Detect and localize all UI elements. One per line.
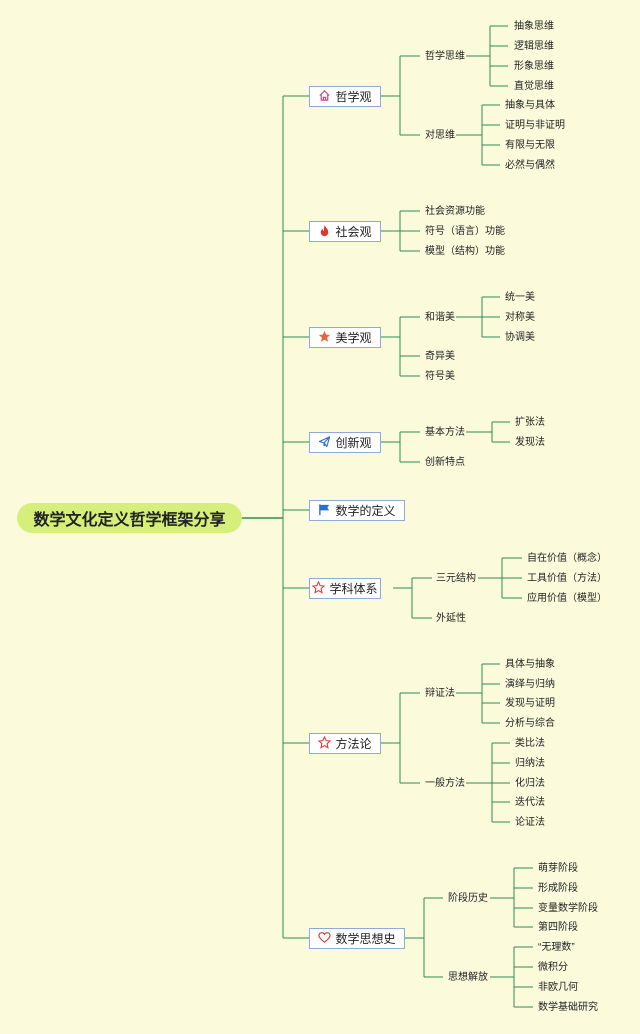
node-symmetry[interactable]: 对称美 <box>505 312 535 323</box>
node-logical-thinking[interactable]: 逻辑思维 <box>514 41 554 52</box>
node-coordination[interactable]: 协调美 <box>505 332 535 343</box>
star-filled-icon <box>318 330 331 346</box>
branch-label: 哲学观 <box>335 90 372 104</box>
fire-icon <box>318 224 331 240</box>
branch-label: 社会观 <box>335 225 372 239</box>
node-general-methods[interactable]: 一般方法 <box>425 778 465 789</box>
node-imagery-thinking[interactable]: 形象思维 <box>514 61 554 72</box>
node-stage-history[interactable]: 阶段历史 <box>448 893 488 904</box>
branch-label: 方法论 <box>335 737 372 751</box>
node-proof-nonproof[interactable]: 证明与非证明 <box>505 120 565 131</box>
node-basic-methods[interactable]: 基本方法 <box>425 427 465 438</box>
node-tool-value[interactable]: 工具价值（方法） <box>527 573 607 584</box>
node-harmony[interactable]: 和谐美 <box>425 312 455 323</box>
node-necessity-chance[interactable]: 必然与偶然 <box>505 160 555 171</box>
node-extensibility[interactable]: 外延性 <box>436 613 466 624</box>
star-outline-icon <box>312 580 326 597</box>
node-symbol-language[interactable]: 符号（语言）功能 <box>425 226 505 237</box>
node-dual-thinking[interactable]: 对思维 <box>425 130 455 141</box>
node-induction[interactable]: 归纳法 <box>515 758 545 769</box>
branch-label: 创新观 <box>335 436 372 450</box>
node-ternary-structure[interactable]: 三元结构 <box>436 573 476 584</box>
branch-history[interactable]: 数学思想史 <box>309 928 405 949</box>
branch-society[interactable]: 社会观 <box>309 221 381 242</box>
node-finite-infinite[interactable]: 有限与无限 <box>505 140 555 151</box>
node-symbolic-beauty[interactable]: 符号美 <box>425 371 455 382</box>
node-expansion[interactable]: 扩张法 <box>515 417 545 428</box>
node-unity[interactable]: 统一美 <box>505 292 535 303</box>
node-non-euclidean[interactable]: 非欧几何 <box>538 982 578 993</box>
branch-innovation[interactable]: 创新观 <box>309 432 381 453</box>
node-deduction-induction[interactable]: 演绎与归纳 <box>505 679 555 690</box>
house-icon <box>318 89 331 105</box>
node-variable-math-stage[interactable]: 变量数学阶段 <box>538 903 598 914</box>
branch-label: 数学思想史 <box>335 932 396 946</box>
node-formation-stage[interactable]: 形成阶段 <box>538 883 578 894</box>
branch-label: 数学的定义 <box>335 504 396 518</box>
node-innovation-traits[interactable]: 创新特点 <box>425 457 465 468</box>
node-iteration[interactable]: 迭代法 <box>515 797 545 808</box>
root-title: 数学文化定义哲学框架分享 <box>33 512 226 529</box>
star-outline-icon <box>318 735 332 752</box>
node-concrete-abstract[interactable]: 具体与抽象 <box>505 659 555 670</box>
node-abstract-concrete[interactable]: 抽象与具体 <box>505 100 555 111</box>
root-topic[interactable]: 数学文化定义哲学框架分享 <box>17 503 242 533</box>
node-discovery-proof[interactable]: 发现与证明 <box>505 698 555 709</box>
node-analogy[interactable]: 类比法 <box>515 738 545 749</box>
node-discovery[interactable]: 发现法 <box>515 437 545 448</box>
node-intrinsic-value[interactable]: 自在价值（概念） <box>527 553 607 564</box>
node-thought-liberation[interactable]: 思想解放 <box>448 972 488 983</box>
node-irrational-numbers[interactable]: “无理数” <box>538 942 575 953</box>
node-social-resource[interactable]: 社会资源功能 <box>425 206 485 217</box>
node-reduction[interactable]: 化归法 <box>515 778 545 789</box>
branch-label: 美学观 <box>335 331 372 345</box>
node-abstract-thinking[interactable]: 抽象思维 <box>514 21 554 32</box>
node-application-value[interactable]: 应用价值（模型） <box>527 593 607 604</box>
node-foundations[interactable]: 数学基础研究 <box>538 1002 598 1013</box>
node-philosophical-thinking[interactable]: 哲学思维 <box>425 51 465 62</box>
flag-icon <box>318 503 331 519</box>
node-intuitive-thinking[interactable]: 直觉思维 <box>514 81 554 92</box>
branch-philosophy[interactable]: 哲学观 <box>309 86 381 107</box>
node-calculus[interactable]: 微积分 <box>538 962 568 973</box>
branch-disciplines[interactable]: 学科体系 <box>309 578 381 599</box>
branch-methodology[interactable]: 方法论 <box>309 733 381 754</box>
node-singularity[interactable]: 奇异美 <box>425 351 455 362</box>
node-dialectics[interactable]: 辩证法 <box>425 688 455 699</box>
node-argumentation[interactable]: 论证法 <box>515 817 545 828</box>
branch-aesthetics[interactable]: 美学观 <box>309 327 381 348</box>
heart-icon <box>318 931 332 947</box>
node-sprout-stage[interactable]: 萌芽阶段 <box>538 863 578 874</box>
node-analysis-synthesis[interactable]: 分析与综合 <box>505 718 555 729</box>
node-model-structure[interactable]: 模型（结构）功能 <box>425 246 505 257</box>
paper-plane-icon <box>318 435 331 451</box>
branch-label: 学科体系 <box>329 582 378 596</box>
node-fourth-stage[interactable]: 第四阶段 <box>538 922 578 933</box>
branch-definition[interactable]: 数学的定义 <box>309 500 405 521</box>
